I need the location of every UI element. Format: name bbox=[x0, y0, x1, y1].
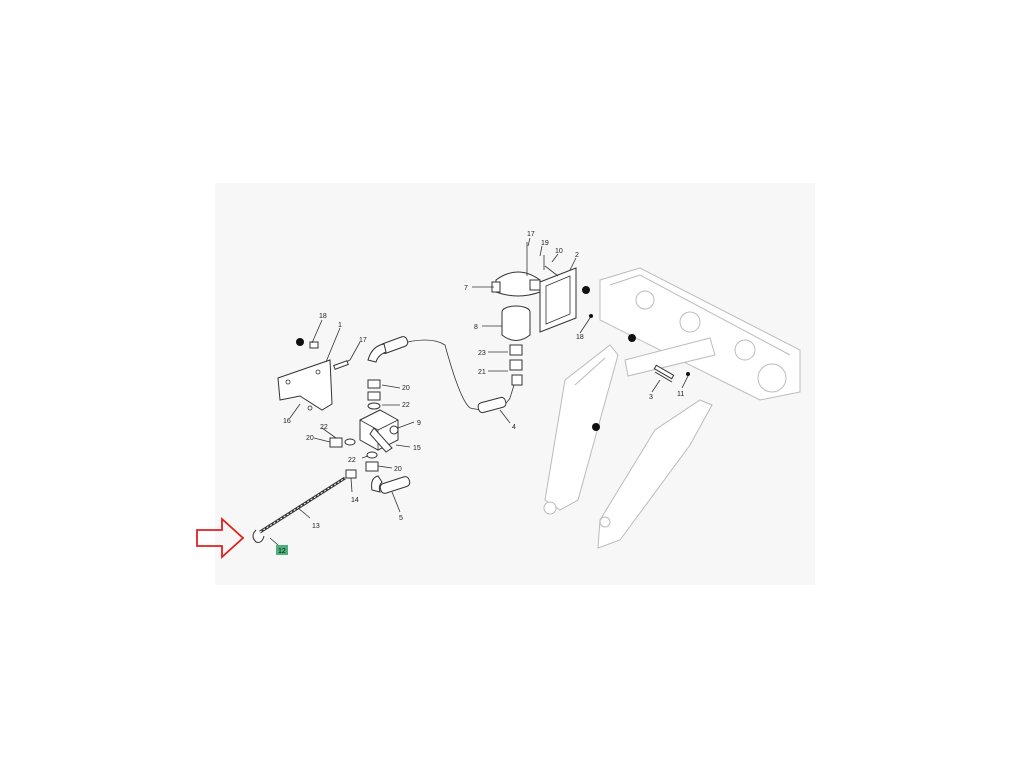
callout: 23 bbox=[478, 350, 486, 357]
frame-black-dot bbox=[582, 286, 590, 294]
hose-5 bbox=[371, 475, 411, 494]
frame-black-dot bbox=[628, 334, 636, 342]
hose-4 bbox=[367, 336, 515, 414]
callout: 16 bbox=[283, 418, 291, 425]
callout: 20 bbox=[394, 466, 402, 473]
callout: 22 bbox=[320, 424, 328, 431]
callout: 20 bbox=[306, 435, 314, 442]
pointer-arrow-icon bbox=[196, 516, 245, 560]
callout: 9 bbox=[417, 420, 421, 427]
callout: 10 bbox=[555, 248, 563, 255]
callout: 21 bbox=[478, 369, 486, 376]
callout: 13 bbox=[312, 523, 320, 530]
valve-block-9 bbox=[329, 379, 399, 493]
callout: 19 bbox=[541, 240, 549, 247]
callout: 15 bbox=[413, 445, 421, 452]
callout: 4 bbox=[512, 424, 516, 431]
frame-assembly bbox=[543, 267, 801, 549]
highlight-part-12[interactable]: 12 bbox=[276, 545, 288, 555]
accumulator-mount bbox=[491, 242, 577, 386]
callout: 17 bbox=[359, 337, 367, 344]
callout: 7 bbox=[464, 285, 468, 292]
bracket-black-dot bbox=[296, 338, 304, 346]
frame-black-dot bbox=[592, 423, 600, 431]
line-13 bbox=[252, 476, 346, 543]
callout: 17 bbox=[527, 231, 535, 238]
callout: 14 bbox=[351, 497, 359, 504]
callout: 8 bbox=[474, 324, 478, 331]
callout: 1 bbox=[338, 322, 342, 329]
bracket-1 bbox=[277, 338, 351, 411]
callout: 22 bbox=[348, 457, 356, 464]
callout: 2 bbox=[575, 252, 579, 259]
callout-highlighted: 12 bbox=[278, 548, 286, 555]
callout: 11 bbox=[677, 391, 684, 398]
callout: 5 bbox=[399, 515, 403, 522]
leader-lines bbox=[269, 237, 689, 546]
callout-labels: 17 19 10 2 7 8 23 21 4 18 18 1 17 20 22 … bbox=[283, 231, 684, 530]
callout: 3 bbox=[649, 394, 653, 401]
callout: 18 bbox=[576, 334, 584, 341]
callout: 22 bbox=[402, 402, 410, 409]
callout: 20 bbox=[402, 385, 410, 392]
callout: 18 bbox=[319, 313, 327, 320]
